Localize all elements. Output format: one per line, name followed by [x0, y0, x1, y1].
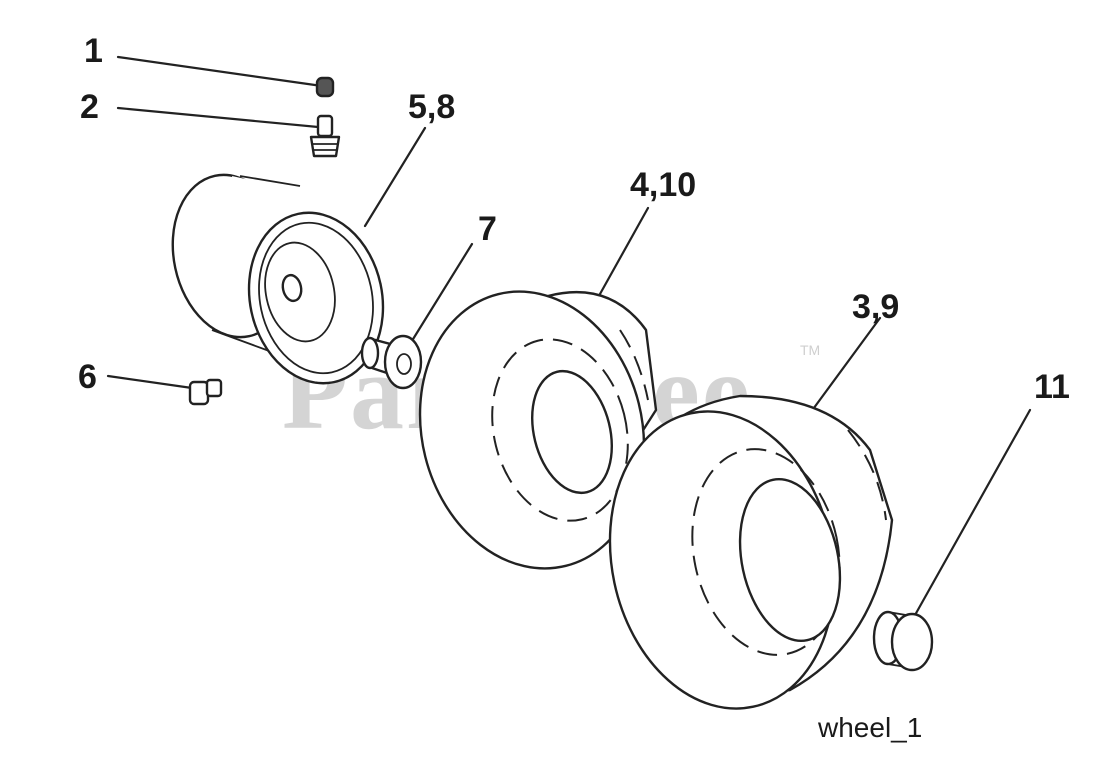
- part-grease-fitting[interactable]: [106, 374, 223, 406]
- callout-11: 11: [1034, 368, 1070, 406]
- callout-1: 1: [84, 32, 103, 70]
- watermark-tm: TM: [800, 342, 820, 358]
- part-tire-4-10[interactable]: [391, 206, 672, 592]
- callout-6: 6: [78, 358, 97, 396]
- part-tire-3-9[interactable]: [583, 316, 894, 730]
- callout-3-9: 3,9: [852, 288, 899, 326]
- callout-7: 7: [478, 210, 497, 248]
- part-hub-cap[interactable]: [872, 408, 1032, 672]
- part-valve-stem[interactable]: [116, 106, 341, 158]
- leader-line-1: [116, 55, 324, 88]
- callout-4-10: 4,10: [630, 166, 696, 204]
- part-rim[interactable]: [158, 126, 427, 396]
- diagram-caption: wheel_1: [817, 712, 922, 743]
- leader-line-11: [908, 408, 1032, 626]
- part-bushing[interactable]: [360, 242, 474, 390]
- leader-line-5-8: [363, 126, 427, 228]
- callout-5-8: 5,8: [408, 88, 455, 126]
- leader-line-2: [116, 106, 320, 129]
- leader-line-7: [408, 242, 474, 346]
- leader-line-4-10: [598, 206, 650, 296]
- leader-line-3-9: [806, 316, 882, 418]
- leader-line-6: [106, 374, 194, 390]
- callout-2: 2: [80, 88, 99, 126]
- part-valve-cap[interactable]: [116, 55, 335, 98]
